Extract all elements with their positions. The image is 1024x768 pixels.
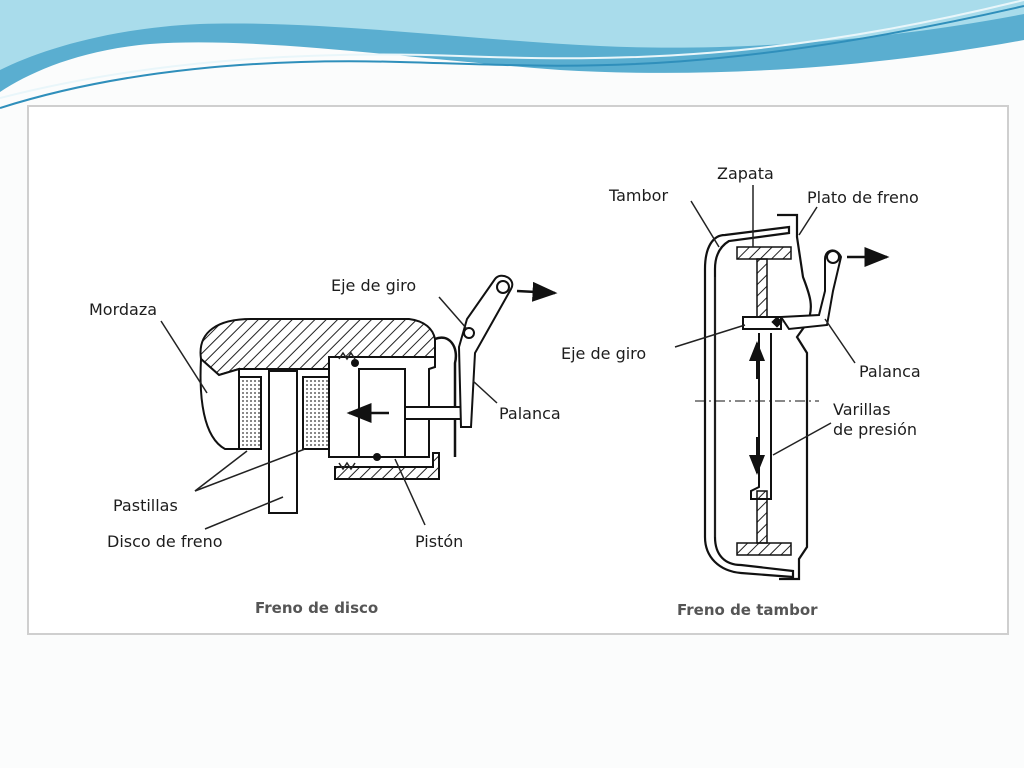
pressure-rod: [750, 333, 772, 500]
disc-brake-figure: Mordaza Eje de giro Palanca Pastillas Di…: [89, 274, 561, 617]
brake-disc: [268, 370, 298, 514]
label-palanca-drum: Palanca: [859, 362, 921, 381]
push-rod: [404, 406, 462, 420]
boot-bottom: [338, 461, 356, 471]
label-palanca-disc: Palanca: [499, 404, 561, 423]
label-disco-de-freno: Disco de freno: [107, 532, 223, 551]
upper-shoe-web: [756, 258, 768, 320]
lower-shoe-web: [756, 490, 768, 544]
label-eje-de-giro-disc: Eje de giro: [331, 276, 416, 295]
label-zapata: Zapata: [717, 164, 774, 183]
leader-mordaza: [160, 320, 208, 394]
upper-shoe-lining: [736, 246, 792, 260]
leader-pastilla-2: [194, 448, 306, 492]
caliper-back: [434, 336, 458, 457]
leader-palanca-drum: [824, 318, 856, 364]
brake-plate: [777, 213, 812, 581]
label-varillas-line1: Varillas: [833, 400, 891, 419]
leader-palanca: [472, 380, 498, 404]
wave-line: [0, 5, 1024, 109]
label-pastillas: Pastillas: [113, 496, 178, 515]
label-varillas-line2: de presión: [833, 420, 917, 439]
disc-lever: [457, 274, 514, 428]
lower-shoe-lining: [736, 542, 792, 556]
housing-bottom: [334, 452, 440, 480]
pivot-axis: [463, 327, 475, 339]
leader-pastilla-1: [194, 450, 248, 492]
label-plato-de-freno: Plato de freno: [807, 188, 919, 207]
leader-tambor: [690, 200, 720, 248]
label-piston: Pistón: [415, 532, 463, 551]
brake-pad-right: [302, 376, 330, 450]
drum: [703, 225, 795, 579]
caption-disc-brake: Freno de disco: [255, 599, 378, 617]
brake-diagram: Mordaza Eje de giro Palanca Pastillas Di…: [89, 164, 921, 619]
label-eje-de-giro-drum: Eje de giro: [561, 344, 646, 363]
leader-plato: [798, 206, 818, 236]
leader-eje-drum: [674, 324, 746, 348]
wave-band-light: [0, 0, 1024, 70]
leader-eje: [438, 296, 468, 330]
caption-drum-brake: Freno de tambor: [677, 601, 818, 619]
drum-brake-figure: Tambor Zapata Plato de freno Eje de giro…: [561, 164, 921, 619]
wave-line-thin: [0, 0, 1024, 99]
leader-disco: [204, 496, 284, 530]
drum-lever-end: [826, 250, 840, 264]
label-tambor: Tambor: [608, 186, 668, 205]
brake-pad-left: [238, 376, 262, 450]
figure-panel: Mordaza Eje de giro Palanca Pastillas Di…: [27, 105, 1009, 635]
leader-piston: [394, 458, 426, 526]
lever-end-pivot: [496, 280, 510, 294]
label-mordaza: Mordaza: [89, 300, 157, 319]
seal-bottom: [373, 453, 381, 461]
header-wave-decoration: [0, 0, 1024, 109]
leader-varillas: [772, 422, 832, 456]
seal-top: [351, 359, 359, 367]
pivot-diamond: [771, 316, 783, 328]
boot-top: [338, 351, 356, 361]
lever-pull-arrow: [516, 281, 558, 302]
